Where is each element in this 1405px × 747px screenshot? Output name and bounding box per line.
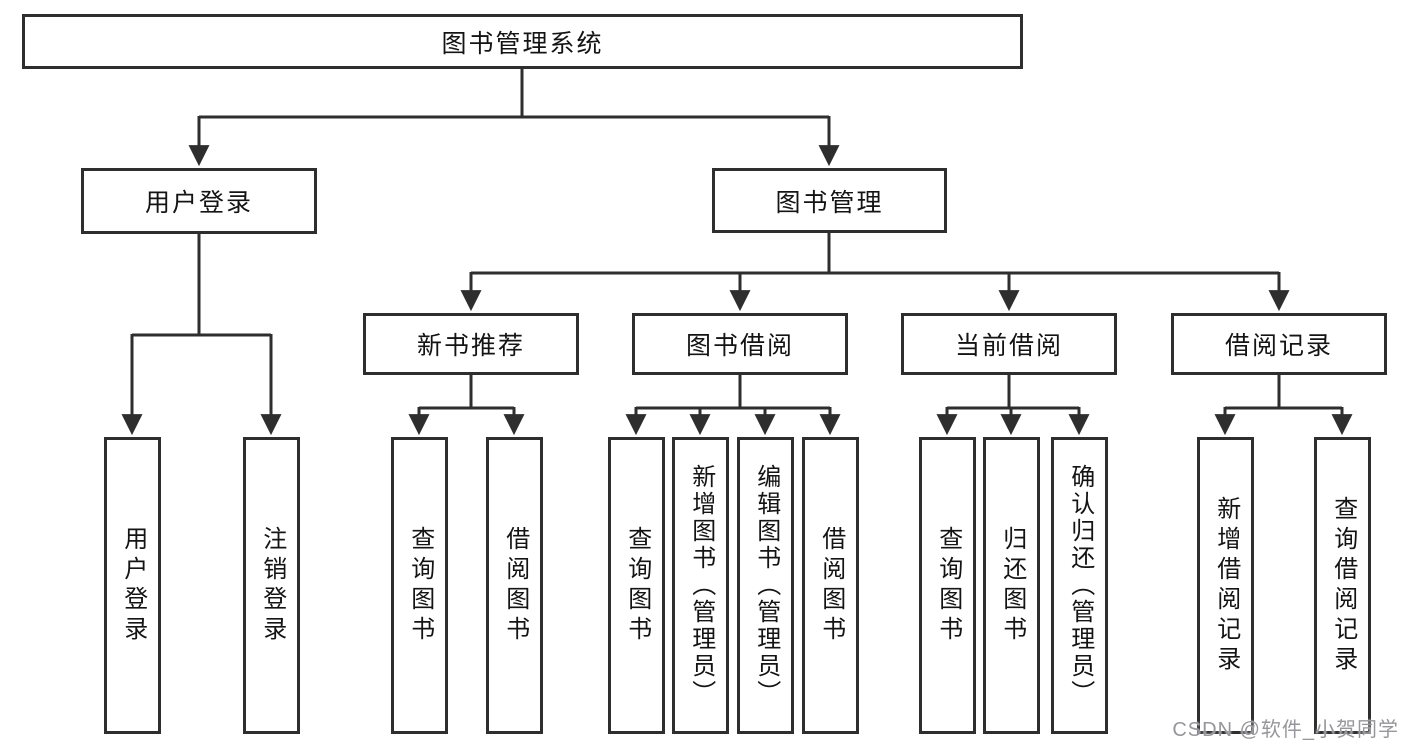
leaf-borrow-books-recommend-label: 借阅图书 — [501, 525, 529, 646]
leaf-query-books-current-label: 查询图书 — [934, 525, 962, 646]
leaf-confirm-return-admin-label: 确认归还（管理员） — [1066, 464, 1094, 707]
leaf-return-book-label: 归还图书 — [998, 525, 1026, 646]
node-user-login-label: 用户登录 — [144, 189, 253, 217]
node-root-label: 图书管理系统 — [441, 29, 604, 58]
node-user-login-branch: 用户登录 — [81, 168, 317, 234]
node-record-module: 借阅记录 — [1171, 313, 1387, 375]
node-root-system: 图书管理系统 — [22, 14, 1023, 69]
node-borrow-module: 图书借阅 — [632, 313, 848, 375]
node-new-book-module: 新书推荐 — [363, 313, 579, 375]
node-record-label: 借阅记录 — [1224, 332, 1333, 360]
node-new-book-label: 新书推荐 — [416, 332, 525, 360]
leaf-user-login: 用户登录 — [104, 437, 161, 734]
leaf-confirm-return-admin: 确认归还（管理员） — [1051, 437, 1108, 734]
leaf-add-borrow-record: 新增借阅记录 — [1197, 437, 1254, 734]
leaf-logout-label: 注销登录 — [258, 525, 286, 646]
node-current-label: 当前借阅 — [954, 332, 1063, 360]
csdn-watermark: CSDN @软件_小贺同学 — [1172, 719, 1399, 741]
leaf-edit-book-admin-label: 编辑图书（管理员） — [752, 464, 780, 707]
leaf-logout: 注销登录 — [243, 437, 300, 734]
leaf-return-book: 归还图书 — [983, 437, 1040, 734]
leaf-borrow-books-recommend: 借阅图书 — [486, 437, 543, 734]
leaf-query-books-borrow: 查询图书 — [608, 437, 665, 734]
leaf-query-borrow-record: 查询借阅记录 — [1314, 437, 1371, 734]
leaf-query-books-recommend: 查询图书 — [391, 437, 448, 734]
leaf-add-book-admin-label: 新增图书（管理员） — [687, 464, 715, 707]
node-book-mgmt-label: 图书管理 — [775, 188, 884, 217]
leaf-borrow-books-borrow: 借阅图书 — [802, 437, 859, 734]
leaf-query-books-recommend-label: 查询图书 — [406, 525, 434, 646]
node-borrow-label: 图书借阅 — [685, 332, 794, 360]
leaf-add-book-admin: 新增图书（管理员） — [672, 437, 729, 734]
node-book-mgmt-branch: 图书管理 — [712, 168, 947, 233]
leaf-user-login-label: 用户登录 — [119, 525, 147, 646]
leaf-borrow-books-borrow-label: 借阅图书 — [817, 525, 845, 646]
leaf-query-books-borrow-label: 查询图书 — [623, 525, 651, 646]
node-current-module: 当前借阅 — [901, 313, 1117, 375]
leaf-query-borrow-record-label: 查询借阅记录 — [1329, 495, 1357, 676]
leaf-add-borrow-record-label: 新增借阅记录 — [1212, 495, 1240, 676]
leaf-edit-book-admin: 编辑图书（管理员） — [737, 437, 794, 734]
leaf-query-books-current: 查询图书 — [919, 437, 976, 734]
